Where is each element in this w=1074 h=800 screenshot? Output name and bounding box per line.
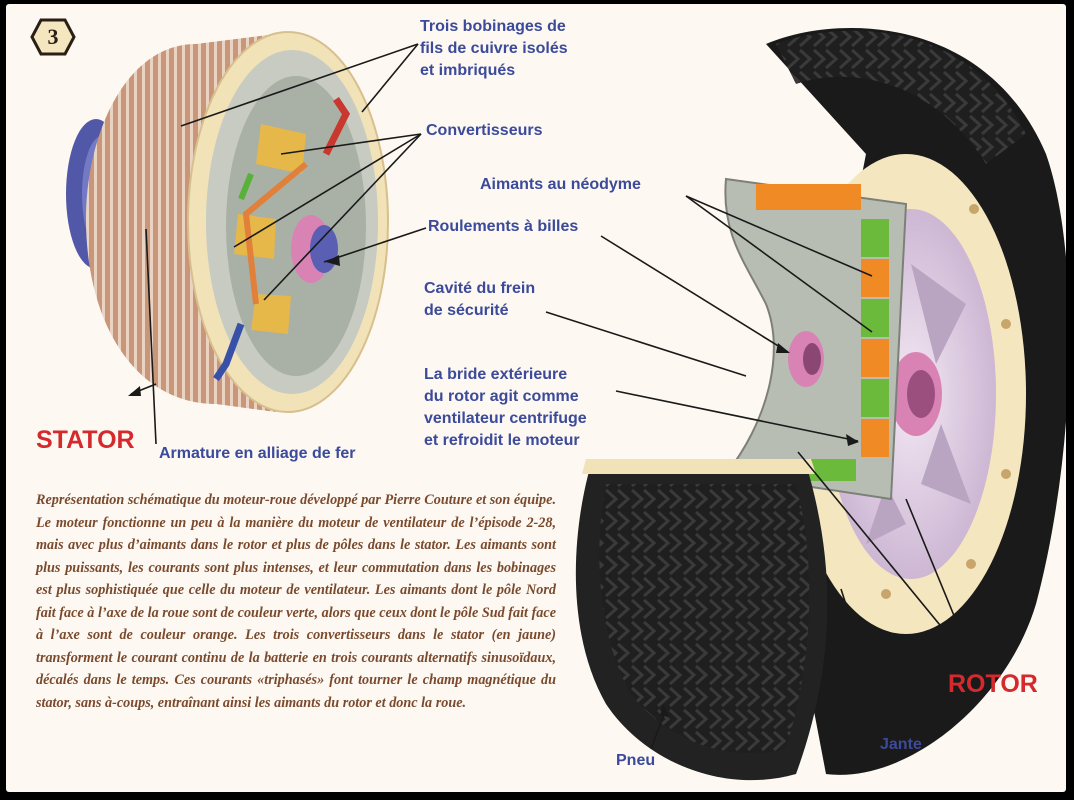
label-magnets: Aimants au néodyme bbox=[480, 176, 641, 193]
label-rotor: ROTOR bbox=[948, 670, 1038, 698]
hexagon-icon bbox=[30, 18, 76, 56]
label-brake-cavity: Cavité du frein de sécurité bbox=[424, 280, 536, 319]
pointer-arrows bbox=[128, 255, 859, 717]
magnet-orange bbox=[861, 339, 889, 377]
magnet-green bbox=[861, 379, 889, 417]
caption-text: Représentation schématique du moteur-rou… bbox=[36, 492, 556, 711]
label-stator: STATOR bbox=[36, 426, 135, 454]
converter bbox=[251, 294, 291, 334]
magnet-orange bbox=[861, 419, 889, 457]
label-armature: Armature en alliage de fer bbox=[159, 445, 356, 462]
label-tire: Pneu bbox=[616, 752, 656, 769]
label-converters: Convertisseurs bbox=[426, 122, 543, 139]
magnet-green bbox=[861, 219, 889, 257]
stator-drawing bbox=[66, 31, 389, 413]
label-bearings: Roulements à billes bbox=[428, 218, 579, 235]
magnet-green bbox=[861, 299, 889, 337]
converter bbox=[256, 124, 306, 174]
pointer-lines bbox=[130, 43, 977, 750]
magnet-orange bbox=[756, 184, 861, 210]
magnet-orange bbox=[861, 259, 889, 297]
label-flange: La bride extérieure du rotor agit comme … bbox=[424, 366, 587, 449]
converter bbox=[234, 214, 276, 259]
diagram-panel: 3 Trois bobinages de fils de cuivre isol… bbox=[6, 4, 1066, 792]
step-badge: 3 bbox=[30, 18, 76, 56]
label-rim: Jante bbox=[880, 736, 922, 753]
label-windings: Trois bobinages de fils de cuivre isolés… bbox=[420, 18, 568, 79]
motor-illustration bbox=[66, 28, 1066, 781]
wheel-drawing bbox=[575, 28, 1066, 781]
step-number: 3 bbox=[47, 24, 59, 49]
